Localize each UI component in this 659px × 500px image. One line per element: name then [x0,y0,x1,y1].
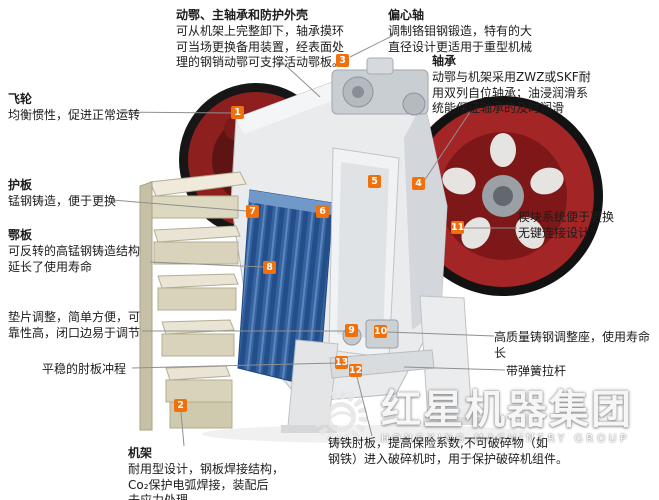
label-wedge-system-body: 楔块系统便于更换 无键连接设计 [518,210,615,240]
gear-logo-icon [314,390,368,444]
part-badge-6: 6 [316,205,329,218]
part-badge-9: 9 [345,324,358,337]
part-badge-11: 11 [451,221,465,234]
label-jaw-plate: 鄂板 可反转的高锰钢铸造结构 延长了使用寿命 [8,228,178,275]
label-eccentric-shaft: 偏心轴 调制铬钼钢锻造，特有的大 直径设计更适用于重型机械 [388,8,563,55]
label-shim-adjust: 垫片调整，简单方便，可 靠性高，闭口边易于调节 [8,310,168,342]
label-toggle-stroke: 平稳的肘板冲程 [42,362,182,378]
label-flywheel-body: 均衡惯性，促进正常运转 [8,107,141,122]
label-flywheel-title: 飞轮 [8,92,33,106]
part-badge-13: 13 [335,356,349,369]
label-toggle-plate: 铸铁肘板，提高保险系数,不可破碎物（如 钢铁）进入破碎机时，用于保护破碎机组件。 [328,436,638,468]
right-flywheel [403,96,603,296]
watermark-name: 红星机器集团 [381,386,633,433]
watermark-subtitle: HONGXING MACHINERY GROUP [381,432,630,445]
part-badge-7: 7 [246,205,259,218]
watermark: 红星机器集团 HONGXING MACHINERY GROUP [310,386,633,448]
label-moving-jaw-body: 可从机架上完整卸下，轴承摸环 可当场更换备用装置，经表面处 理的钢销动鄂可支撑活… [176,23,345,70]
label-bearing: 轴承 动鄂与机架采用ZWZ或SKF耐 用双列自位轴承；油浸润滑系 统能保证轴承的… [432,54,654,117]
label-guard-plate-body: 锰钢铸造，便于更换 [8,193,117,208]
label-frame-body: 耐用型设计，钢板焊接结构， Co₂保护电弧焊接，装配后 去应力处理 [128,461,285,500]
label-flywheel: 飞轮 均衡惯性，促进正常运转 [8,92,168,124]
part-badge-4: 4 [412,177,425,190]
label-moving-jaw-title: 动鄂、主轴承和防护外壳 [176,8,309,22]
label-toggle-plate-body: 铸铁肘板，提高保险系数,不可破碎物（如 钢铁）进入破碎机时，用于保护破碎机组件。 [328,436,569,466]
label-adjust-seat: 高质量铸钢调整座，使用寿命长 [494,330,658,362]
part-badge-5: 5 [368,175,381,188]
label-moving-jaw: 动鄂、主轴承和防护外壳 可从机架上完整卸下，轴承摸环 可当场更换备用装置，经表面… [176,8,366,71]
part-badge-3: 3 [336,54,349,67]
label-eccentric-shaft-title: 偏心轴 [388,8,425,22]
label-spring-rod: 带弹簧拉杆 [506,364,606,380]
label-eccentric-shaft-body: 调制铬钼钢锻造，特有的大 直径设计更适用于重型机械 [388,23,533,54]
moving-jaw [328,147,400,359]
label-bearing-body: 动鄂与机架采用ZWZ或SKF耐 用双列自位轴承；油浸润滑系 统能保证轴承的及时润… [432,69,591,116]
bearing-housing [331,57,429,116]
label-frame: 机架 耐用型设计，钢板焊接结构， Co₂保护电弧焊接，装配后 去应力处理 [128,446,328,500]
label-wedge-system: 楔块系统便于更换 无键连接设计 [518,210,653,242]
label-jaw-plate-title: 鄂板 [8,228,33,242]
label-bearing-title: 轴承 [432,54,457,68]
part-badge-12: 12 [349,364,363,377]
label-toggle-stroke-body: 平稳的肘板冲程 [42,362,127,376]
label-adjust-seat-body: 高质量铸钢调整座，使用寿命长 [494,330,651,360]
label-guard-plate-title: 护板 [8,178,33,192]
label-guard-plate: 护板 锰钢铸造，便于更换 [8,178,158,210]
feed-chute [149,171,247,429]
label-jaw-plate-body: 可反转的高锰钢铸造结构 延长了使用寿命 [8,243,141,274]
part-badge-10: 10 [374,325,388,338]
part-badge-2: 2 [174,399,187,412]
part-badge-8: 8 [263,261,276,274]
part-badge-1: 1 [231,106,244,119]
label-frame-title: 机架 [128,446,153,460]
label-spring-rod-body: 带弹簧拉杆 [506,364,567,378]
label-shim-adjust-body: 垫片调整，简单方便，可 靠性高，闭口边易于调节 [8,310,141,340]
